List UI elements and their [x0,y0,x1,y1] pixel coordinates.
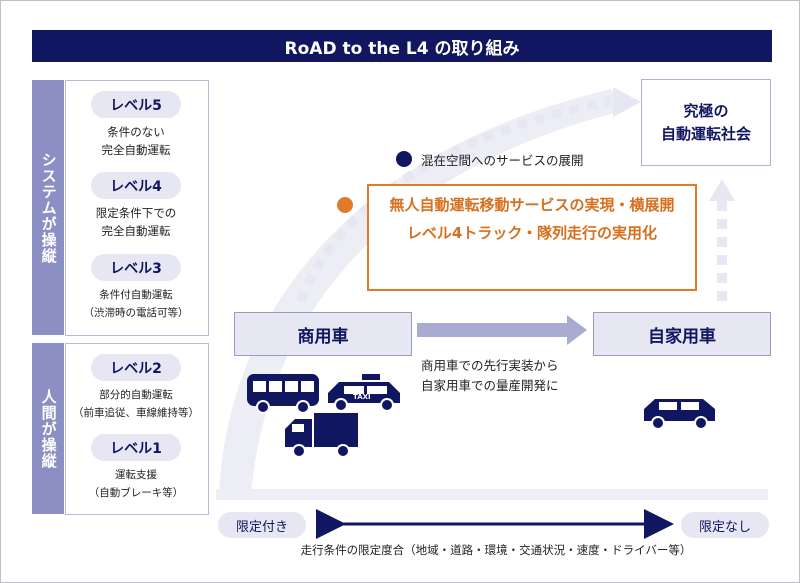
dotted-arc-head [613,87,641,117]
ultimate-line-1: 究極の [683,101,729,120]
navy-bullet-icon [396,151,412,167]
orange-bullet-icon [337,197,353,213]
level-5-badge: レベル5 [91,91,181,118]
mixed-space-label: 混在空間へのサービスの展開 [421,153,584,168]
axis-caption: 走行条件の限定度合（地域・道路・環境・交通状況・速度・ドライバー等） [300,543,692,557]
axis-unlimited-label: 限定なし [681,512,769,538]
transition-note: 商用車での先行実装から 自家用車での量産開発に [421,358,559,393]
level-3-description: 条件付自動運転（渋滞時の電話可等） [83,289,189,319]
system-control-label: システムが操縦 [39,151,58,264]
system-control-tab: システムが操縦 [32,80,64,335]
page-title: RoAD to the L4 の取り組み [32,30,772,62]
dotted-vertical-head [709,179,735,201]
transition-arrow-shaft [417,323,567,337]
ultimate-society-box: 究極の 自動運転社会 [641,79,771,166]
level-1-description: 運転支援（自動ブレーキ等） [88,469,184,499]
transition-arrow-head [567,315,587,345]
l4-service-line-2: レベル4トラック・隊列走行の実用化 [406,224,658,242]
l4-service-box [367,184,697,291]
truck-icon [285,413,358,458]
axis-limited-label: 限定付き [218,512,306,538]
taxi-icon [328,374,400,412]
level-1-badge: レベル1 [91,434,181,461]
human-control-tab: 人間が操縦 [32,343,64,514]
level-2-description: 部分的自動運転（前車追従、車線維持等） [73,389,199,419]
level-4-description: 限定条件下での完全自動運転 [95,206,177,238]
level-5-description: 条件のない完全自動運転 [101,125,171,157]
baseline-band [216,489,768,500]
private-car-icon [644,399,715,430]
level-4-badge: レベル4 [91,172,181,199]
private-vehicle-box: 自家用車 [593,312,771,356]
system-levels-panel [65,80,209,336]
taxi-sign-label: TAXI [353,393,371,401]
bus-icon [247,374,319,414]
human-control-label: 人間が操縦 [39,388,58,469]
level-3-badge: レベル3 [91,254,181,281]
ultimate-line-2: 自動運転社会 [660,124,751,143]
commercial-vehicle-box: 商用車 [234,312,412,356]
level-2-badge: レベル2 [91,354,181,381]
l4-service-line-1: 無人自動運転移動サービスの実現・横展開 [389,196,675,214]
dotted-arc [296,96,612,303]
